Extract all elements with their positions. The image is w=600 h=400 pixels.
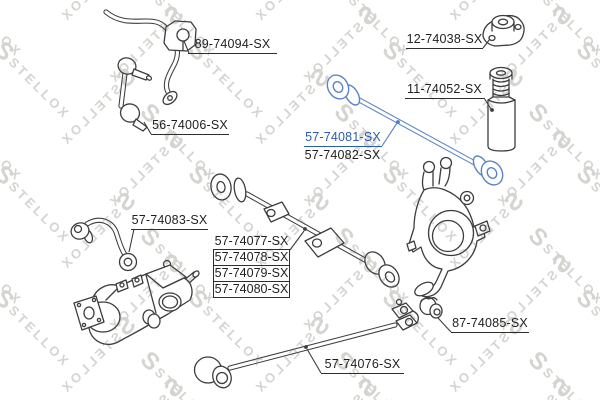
- label-strut-mount: 12-74038-SX: [406, 33, 483, 49]
- knuckle: [406, 156, 491, 298]
- shock-boot: [487, 66, 516, 152]
- trailing-rod: [193, 298, 419, 389]
- arm-bushing: [419, 296, 443, 319]
- label-rod-variant-4: 57-74080-SX: [213, 282, 290, 298]
- lateral-rod-highlighted: [326, 74, 504, 186]
- label-stack-rod-variants: 57-74077-SX 57-74078-SX 57-74079-SX 57-7…: [213, 234, 290, 298]
- label-rod-variant-3: 57-74079-SX: [213, 266, 290, 282]
- label-shock-boot: 11-74052-SX: [405, 83, 484, 99]
- stabilizer-link: [117, 57, 153, 132]
- control-arm-small: [70, 217, 138, 272]
- label-rod-variant-1: 57-74077-SX: [213, 234, 290, 250]
- label-lateral-rod-alt: 57-74082-SX: [304, 148, 381, 162]
- label-trailing-rod: 57-74076-SX: [321, 358, 404, 374]
- stabilizer-bushing: [163, 20, 197, 52]
- leader-lines: [128, 38, 494, 374]
- label-lateral-rod-highlighted: 57-74081-SX: [304, 131, 382, 147]
- label-stabilizer-bushing: 89-74094-SX: [188, 38, 277, 54]
- differential: [73, 259, 200, 346]
- strut-mount: [482, 14, 525, 47]
- upper-rod-assembly: [210, 173, 400, 288]
- label-arm-bushing: 87-74085-SX: [451, 317, 529, 333]
- label-rod-variant-2: 57-74078-SX: [213, 250, 290, 266]
- label-stabilizer-link: 56-74006-SX: [151, 119, 229, 135]
- label-control-arm-small: 57-74083-SX: [131, 214, 208, 230]
